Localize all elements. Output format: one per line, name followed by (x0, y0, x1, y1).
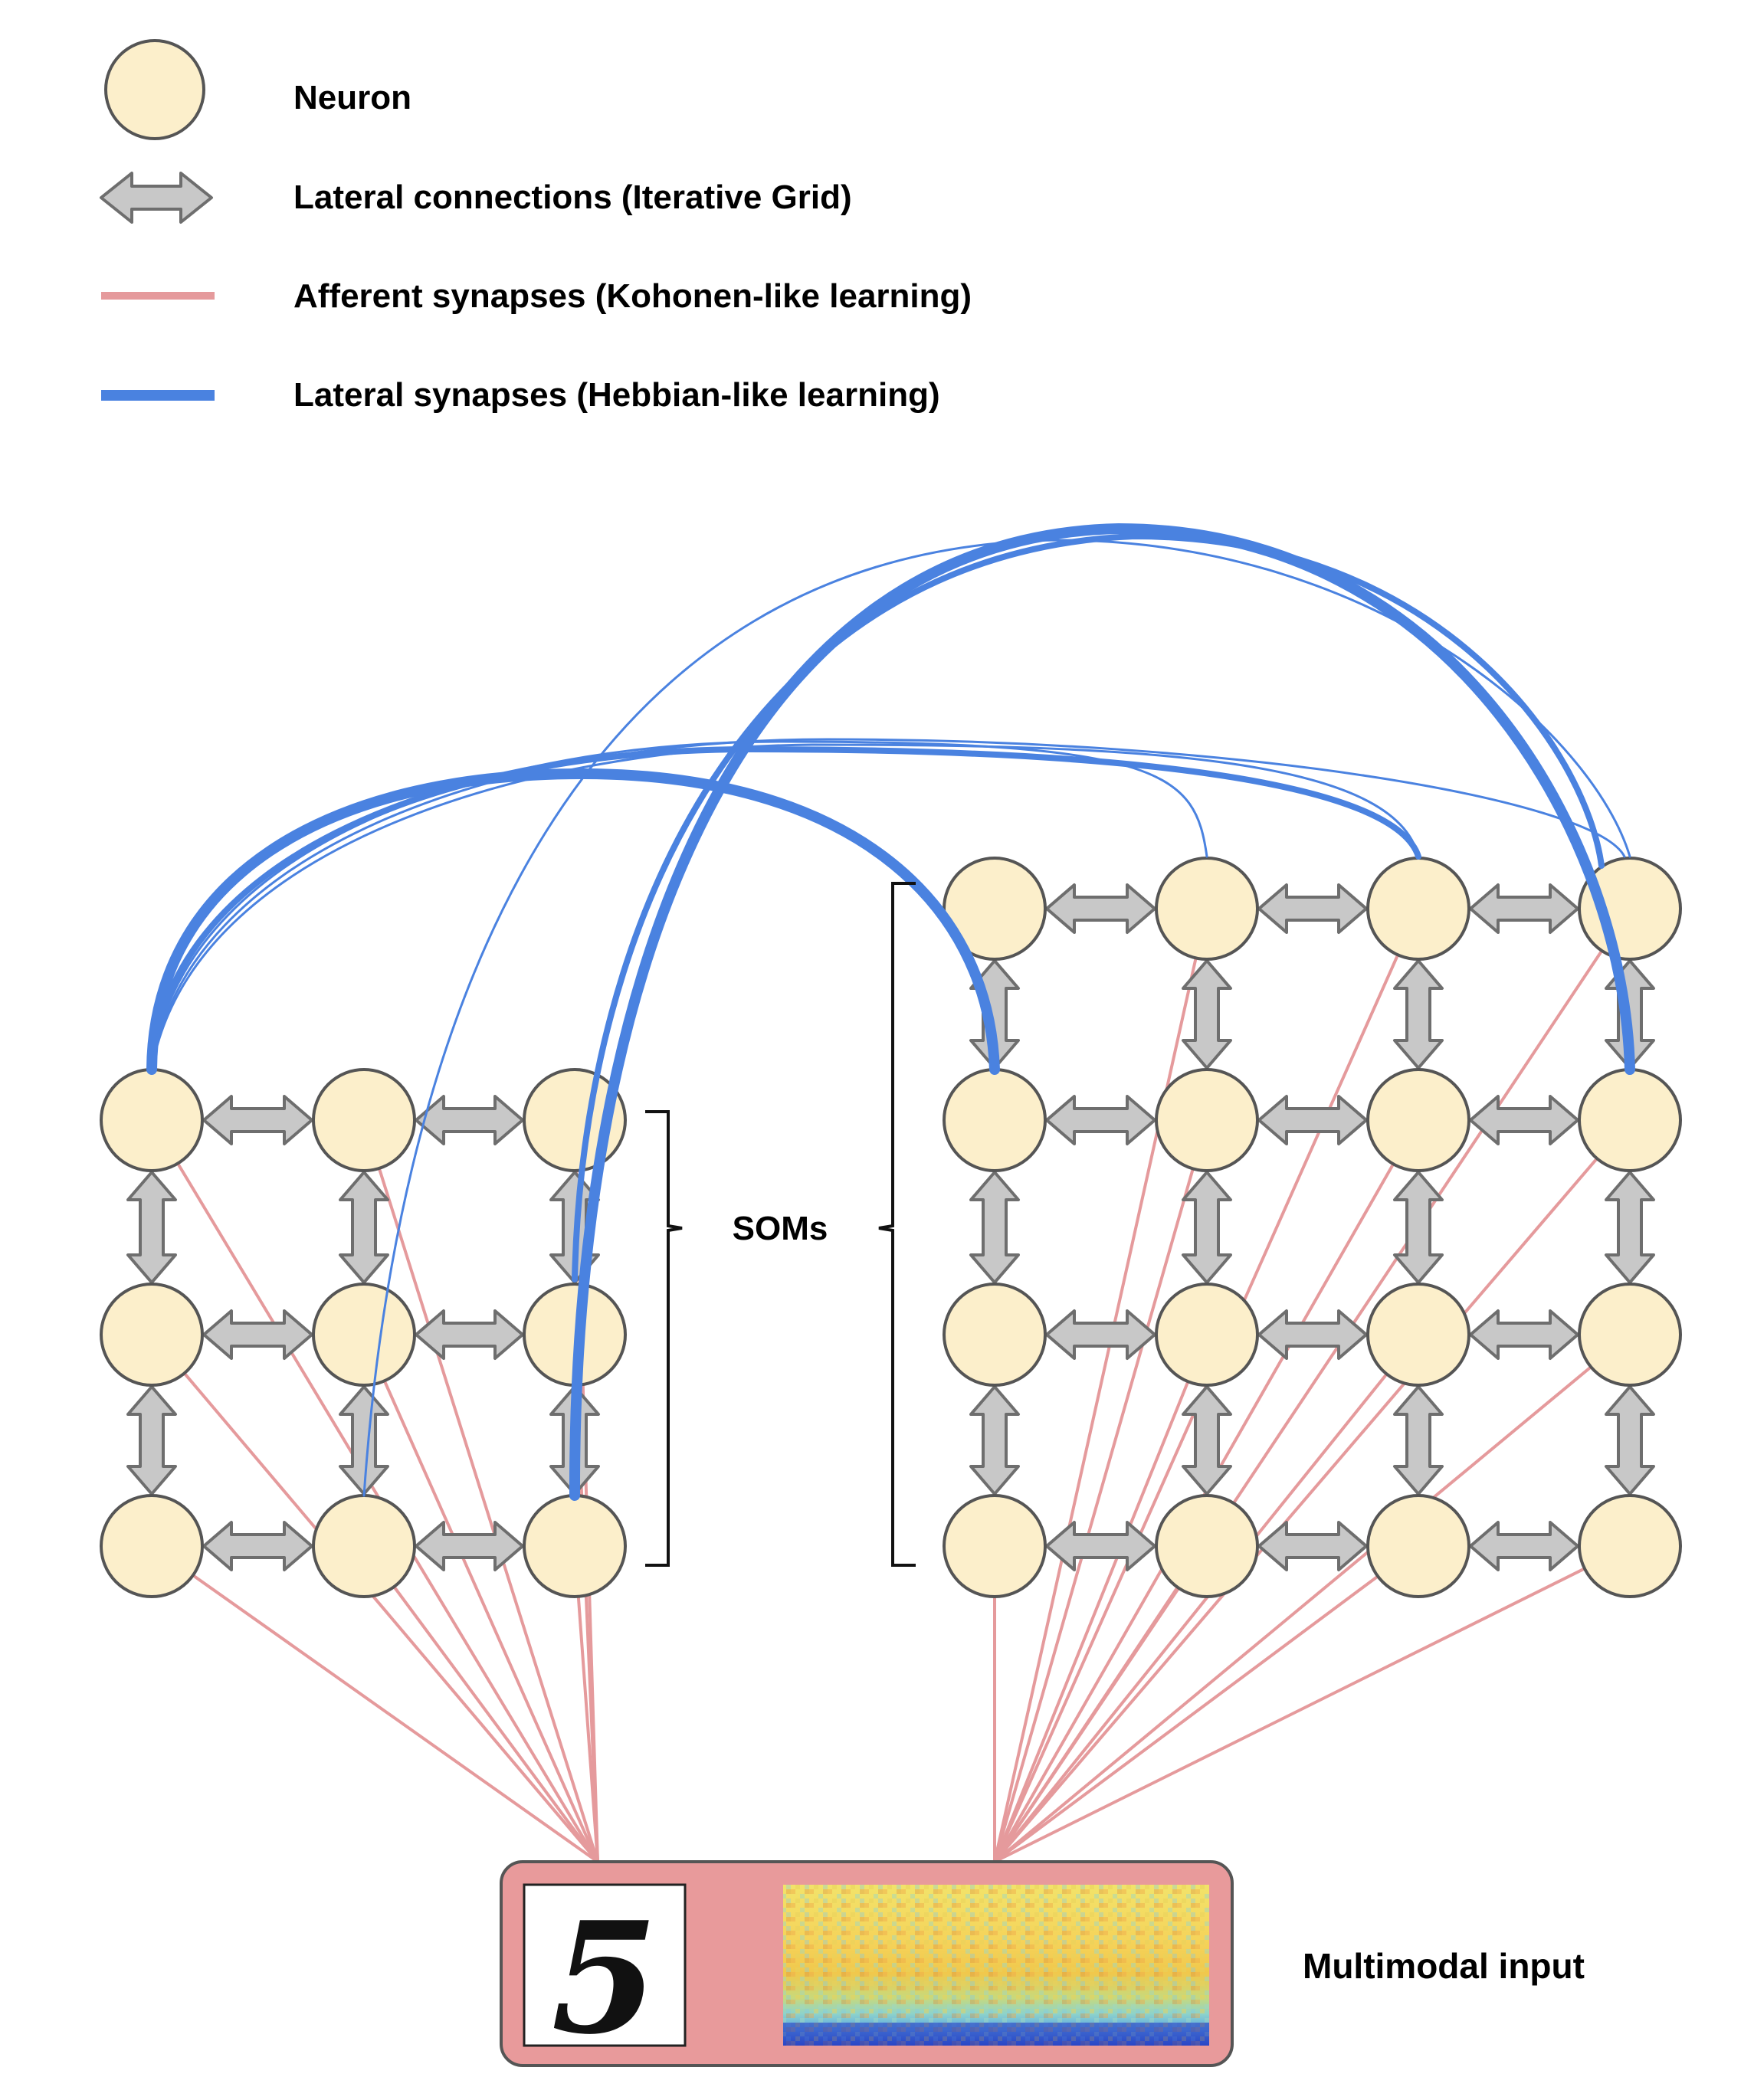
neuron-left (312, 1068, 416, 1172)
lateral-synapse (572, 532, 1605, 1283)
neurons (100, 857, 1682, 1598)
grid-arrow-horizontal (202, 1095, 313, 1145)
grid-arrow-horizontal (1045, 1095, 1156, 1145)
lateral-synapse (146, 768, 1000, 1075)
grid-arrow-horizontal (202, 1309, 313, 1360)
grid-arrow-vertical (126, 1171, 177, 1284)
neuron-right (1578, 1283, 1682, 1387)
grid-arrow-horizontal (1257, 1521, 1368, 1571)
neuron-right (943, 1068, 1047, 1172)
legend-afferent-synapses-label: Afferent synapses (Kohonen-like learning… (293, 277, 972, 315)
afferent-synapse-right (993, 908, 1208, 1862)
neuron-right (1155, 1494, 1259, 1598)
neuron-left (312, 1283, 416, 1387)
grid-arrow-vertical (1605, 1171, 1655, 1284)
neuron-right (1155, 1068, 1259, 1172)
grid-arrow-horizontal (1469, 1521, 1579, 1571)
afferent-synapse-right (993, 1545, 1420, 1863)
legend-neuron-label: Neuron (293, 79, 411, 116)
multimodal-input-label: Multimodal input (1303, 1946, 1585, 1986)
neuron-left (100, 1068, 204, 1172)
neuron-right (1155, 1283, 1259, 1387)
neuron-left (100, 1494, 204, 1598)
afferent-synapse-right (993, 1334, 1208, 1862)
neuron-right (1155, 857, 1259, 961)
afferent-synapse-left (362, 1545, 599, 1863)
left-som-bracket (645, 1110, 683, 1567)
neuron-right (943, 1283, 1047, 1387)
neuron-left (100, 1283, 204, 1387)
neuron-right (1578, 1494, 1682, 1598)
grid-arrow-horizontal (1045, 1309, 1156, 1360)
afferent-synapse-right (993, 1545, 1208, 1863)
afferent-synapse-left (362, 1119, 599, 1862)
grid-arrow-vertical (1182, 1385, 1232, 1496)
multimodal-input: 5 Multimodal input (500, 1860, 1585, 2069)
afferent-synapse-right (993, 1333, 1631, 1863)
legend-lateral-connections-label: Lateral connections (Iterative Grid) (293, 179, 852, 216)
neuron-right (1366, 1494, 1470, 1598)
lateral-synapse (569, 523, 1635, 1501)
grid-arrow-vertical (1393, 1385, 1444, 1496)
lateral-synapse (150, 738, 1626, 1071)
afferent-synapse-right (993, 1119, 1631, 1863)
lateral-connections (126, 883, 1655, 1571)
grid-arrow-vertical (339, 1385, 389, 1496)
grid-arrow-horizontal (1257, 1309, 1368, 1360)
grid-arrow-horizontal (1469, 1309, 1579, 1360)
grid-arrow-vertical (969, 1385, 1020, 1496)
grid-arrow-horizontal (1469, 1095, 1579, 1145)
afferent-synapse-left (362, 1334, 599, 1862)
som-brackets: SOMs (645, 882, 916, 1567)
grid-arrow-vertical (1605, 1385, 1655, 1496)
grid-arrow-horizontal (202, 1521, 313, 1571)
afferent-synapse-left (573, 1545, 599, 1862)
neuron-right (943, 1494, 1047, 1598)
grid-arrow-vertical (1182, 1171, 1232, 1284)
grid-arrow-vertical (1393, 1171, 1444, 1284)
grid-arrow-horizontal (415, 1521, 524, 1571)
right-som-bracket (878, 882, 916, 1567)
grid-arrow-vertical (1393, 959, 1444, 1070)
afferent-synapse-left (150, 1333, 599, 1863)
grid-arrow-horizontal (1469, 883, 1579, 934)
soms-label: SOMs (733, 1210, 828, 1247)
legend-lateral-synapses-label: Lateral synapses (Hebbian-like learning) (293, 376, 940, 414)
digit-five: 5 (551, 1889, 657, 2069)
afferent-synapse-left (150, 1545, 599, 1863)
neuron-right (1366, 1283, 1470, 1387)
neuron-right (1366, 1068, 1470, 1172)
afferent-synapse-left (150, 1119, 599, 1863)
grid-arrow-horizontal (415, 1309, 524, 1360)
grid-arrow-horizontal (1257, 883, 1368, 934)
grid-arrow-vertical (969, 1171, 1020, 1284)
grid-arrow-horizontal (1045, 883, 1156, 934)
afferent-synapse-right (993, 1333, 1420, 1863)
digit-image (523, 1883, 687, 2047)
legend-lateral-connection-icon (100, 172, 213, 224)
grid-arrow-horizontal (415, 1095, 524, 1145)
lateral-synapse (150, 743, 1420, 1071)
afferent-synapse-right (993, 1119, 1208, 1862)
neuron-right (1366, 857, 1470, 961)
grid-arrow-vertical (126, 1385, 177, 1496)
grid-arrow-horizontal (1045, 1521, 1156, 1571)
spectrogram-image (783, 1885, 1209, 2046)
neuron-right (1578, 1068, 1682, 1172)
neuron-left (312, 1494, 416, 1598)
afferent-synapse-right (994, 1545, 1631, 1863)
legend-neuron-icon (104, 39, 205, 140)
lateral-synapses (146, 523, 1635, 1501)
legend: Neuron Lateral connections (Iterative Gr… (100, 39, 972, 414)
lateral-synapse (362, 539, 1631, 1497)
grid-arrow-horizontal (1257, 1095, 1368, 1145)
neuron-left (523, 1494, 627, 1598)
grid-arrow-vertical (339, 1171, 389, 1284)
